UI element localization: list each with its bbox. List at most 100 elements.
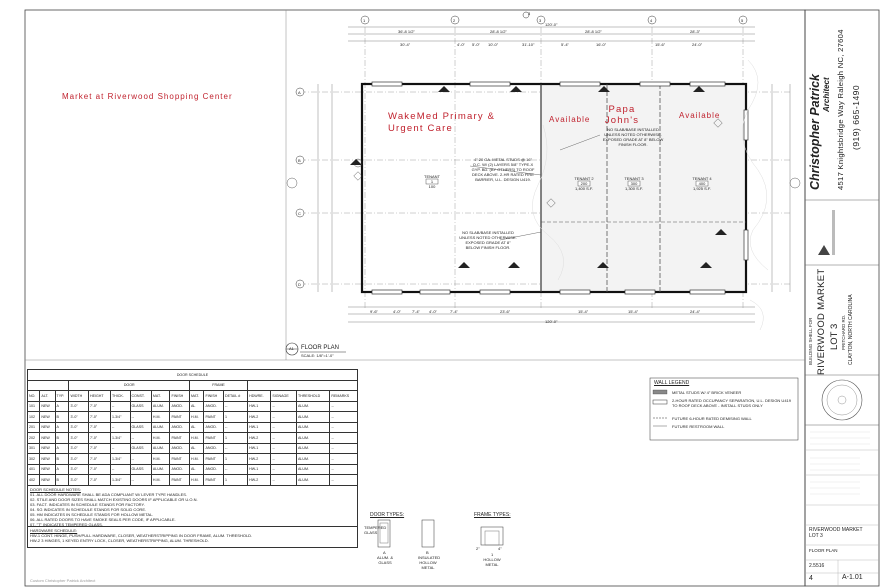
door-schedule-header-cell: THICK. [109, 390, 131, 402]
table-cell: 1 [223, 453, 249, 465]
table-cell: HW-1 [247, 421, 272, 433]
table-cell: ALUM. [296, 421, 331, 433]
grid-row-d: D [298, 282, 301, 287]
table-cell: GLASS [129, 421, 152, 433]
table-cell: NEW [39, 463, 56, 475]
grid-row-c: C [298, 211, 301, 216]
table-cell: 1 [223, 474, 249, 486]
table-cell: NEW [39, 474, 56, 486]
table-cell: NEW [39, 442, 56, 454]
door-schedule-header-cell: SIGNAGE [270, 390, 298, 402]
table-cell: A [54, 463, 70, 475]
architect-sub: Architect [822, 77, 831, 112]
table-cell: HW-2 [247, 474, 272, 486]
table-cell: ANOD. [203, 421, 225, 433]
door-schedule-header-cell: TYP. [54, 390, 70, 402]
table-cell: 101 [26, 400, 41, 412]
table-cell: -- [270, 421, 298, 433]
table-cell: 1-3/4" [109, 411, 131, 423]
slab-note-1: NO SLAB/BASE INSTALLED UNLESS NOTED OTHE… [602, 127, 664, 147]
plan-title: FLOOR PLAN [301, 345, 340, 351]
table-cell: H.M. [150, 432, 171, 444]
sheet-project: RIVERWOOD MARKET LOT 3 [809, 527, 863, 539]
table-cell: -- [270, 453, 298, 465]
table-cell: 3'-0" [68, 463, 89, 475]
table-cell: A [54, 421, 70, 433]
table-cell: PAINT [203, 453, 225, 465]
table-cell: H.M. [150, 453, 171, 465]
floor-plan [285, 11, 801, 356]
table-cell: 401 [26, 463, 41, 475]
table-cell: ALUM. [296, 442, 331, 454]
table-cell: -- [129, 411, 152, 423]
bottom-dim-5: 7'-4" [450, 309, 458, 314]
table-cell: HW-1 [247, 442, 272, 454]
door-schedule-header-cell: ALT. [39, 390, 56, 402]
table-cell: ALUM. [296, 432, 331, 444]
grid-row-b: B [298, 158, 301, 163]
table-cell: 1-3/4" [109, 432, 131, 444]
table-cell: 402 [26, 474, 41, 486]
table-cell: 1 [223, 432, 249, 444]
overall-dim-bottom: 120'-0" [545, 319, 558, 324]
bottom-dim-3: 7'-4" [412, 309, 420, 314]
door-schedule-header-cell: CONST. [129, 390, 152, 402]
overlay-wakemed-label: WakeMed Primary & Urgent Care [388, 111, 496, 134]
bottom-dim-7: 15'-4" [578, 309, 589, 314]
table-cell: HW-1 [247, 463, 272, 475]
table-cell: HW-2 [247, 432, 272, 444]
table-cell: ALUM. [150, 400, 171, 412]
table-cell: -- [329, 432, 358, 444]
table-cell: 7'-0" [88, 411, 111, 423]
bottom-dim-1: 9'-6" [370, 309, 378, 314]
frame-type-1-desc: HOLLOW METAL [483, 557, 501, 567]
table-cell: 7'-0" [88, 432, 111, 444]
table-cell: -- [270, 411, 298, 423]
notes-title: DOOR SCHEDULE NOTES: [30, 486, 81, 492]
table-cell: H.M. [188, 474, 205, 486]
table-cell: 3'-0" [68, 421, 89, 433]
table-cell: NEW [39, 453, 56, 465]
table-cell: PAINT [203, 432, 225, 444]
table-cell: H.M. [188, 453, 205, 465]
overlay-available-1-label: Available [549, 115, 591, 124]
table-cell: -- [129, 453, 152, 465]
table-cell: -- [223, 463, 249, 475]
table-cell: AL [188, 442, 205, 454]
table-cell: NEW [39, 400, 56, 412]
table-cell: -- [329, 453, 358, 465]
table-cell: HW-2 [247, 453, 272, 465]
plan-scale: SCALE: 1/8"=1'-0" [301, 353, 334, 358]
table-cell: -- [329, 463, 358, 475]
sub-dim-5: 31'-10" [522, 42, 535, 47]
table-cell: PAINT [169, 453, 190, 465]
door-schedule-header-cell: FINISH [203, 390, 225, 402]
note-7: 07. "T" INDICATES TEMPERED GLASS. [30, 521, 103, 527]
sub-dim-3: 5'-0" [472, 42, 480, 47]
table-cell: PAINT [169, 411, 190, 423]
door-schedule-header-cell: HDWRE. [247, 390, 272, 402]
table-cell: ANOD. [169, 442, 190, 454]
project-type: BUILDING SHELL FOR [808, 317, 813, 365]
table-cell: ANOD. [203, 442, 225, 454]
note-4: 04. SG INDICATES IN SCHEDULE STANDS FOR … [30, 506, 147, 512]
table-cell: ANOD. [203, 400, 225, 412]
table-cell: 102 [26, 411, 41, 423]
table-cell: AL [188, 400, 205, 412]
door-schedule: DOOR SCHEDULE DOOR FRAME NO.ALT.TYP.WIDT… [26, 369, 358, 548]
table-cell: NEW [39, 432, 56, 444]
table-cell: -- [109, 400, 131, 412]
overlay-papa-johns-label: Papa John's [604, 104, 640, 126]
table-cell: ANOD. [169, 463, 190, 475]
door-schedule-header-cell: NO. [26, 390, 41, 402]
job-number: 2.5516 [809, 563, 825, 569]
bottom-dim-8: 15'-4" [628, 309, 639, 314]
table-cell: AL [188, 421, 205, 433]
table-cell: ALUM. [296, 474, 331, 486]
overlay-available-2-label: Available [679, 111, 721, 120]
table-cell: -- [109, 463, 131, 475]
table-cell: -- [270, 442, 298, 454]
